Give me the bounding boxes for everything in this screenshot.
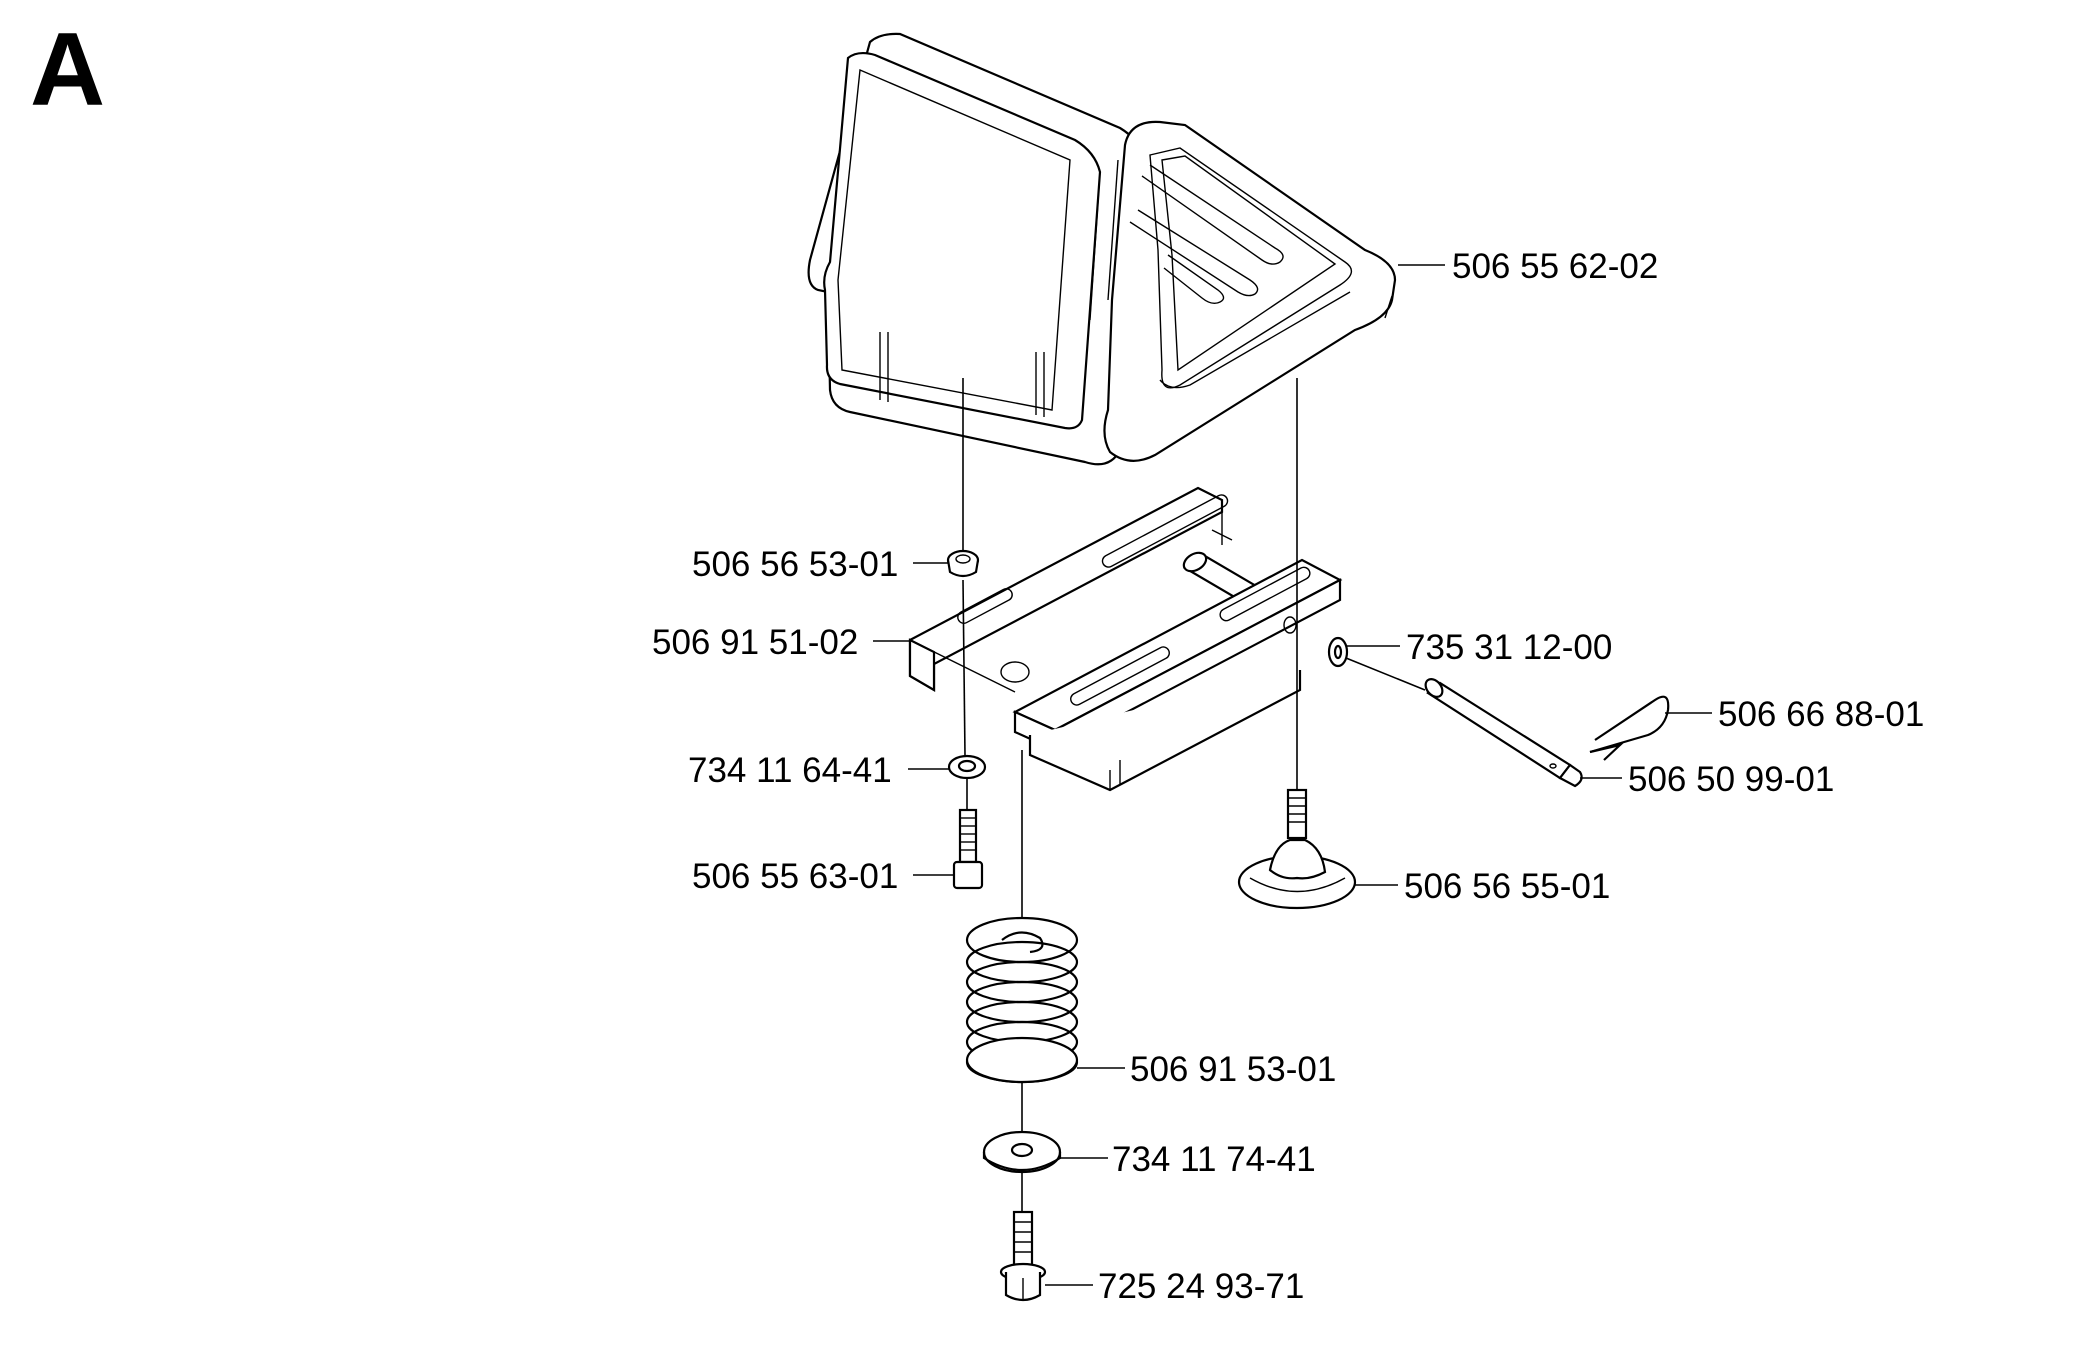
washer-small-drawing [947,754,987,780]
knob-drawing [1237,788,1357,910]
label-grommet: 506 56 53-01 [692,545,898,584]
label-lock-washer: 735 31 12-00 [1406,628,1612,667]
label-washer-small: 734 11 64-41 [688,751,892,790]
label-seat-bracket: 506 91 51-02 [652,623,858,662]
washer-large-drawing [982,1130,1062,1174]
pin-drawing [1424,678,1583,788]
label-pin: 506 50 99-01 [1628,760,1834,799]
label-knob: 506 56 55-01 [1404,867,1610,906]
seat-bracket-drawing [908,486,1343,792]
label-seat: 506 55 62-02 [1452,247,1658,286]
label-washer-large: 734 11 74-41 [1112,1140,1316,1179]
label-screw: 506 55 63-01 [692,857,898,896]
seat-drawing [807,32,1397,466]
spring-drawing [965,916,1079,1084]
label-hair-pin: 506 66 88-01 [1718,695,1924,734]
flange-bolt-drawing [999,1210,1047,1302]
lock-washer-drawing [1327,636,1349,668]
grommet-drawing [946,549,980,578]
label-spring: 506 91 53-01 [1130,1050,1336,1089]
hair-pin-drawing [1589,695,1670,761]
section-letter: A [30,12,106,128]
screw-drawing [952,808,984,890]
label-flange-bolt: 725 24 93-71 [1098,1267,1304,1306]
assembly-lines [962,378,1426,1212]
leader-lines [873,264,1712,1286]
